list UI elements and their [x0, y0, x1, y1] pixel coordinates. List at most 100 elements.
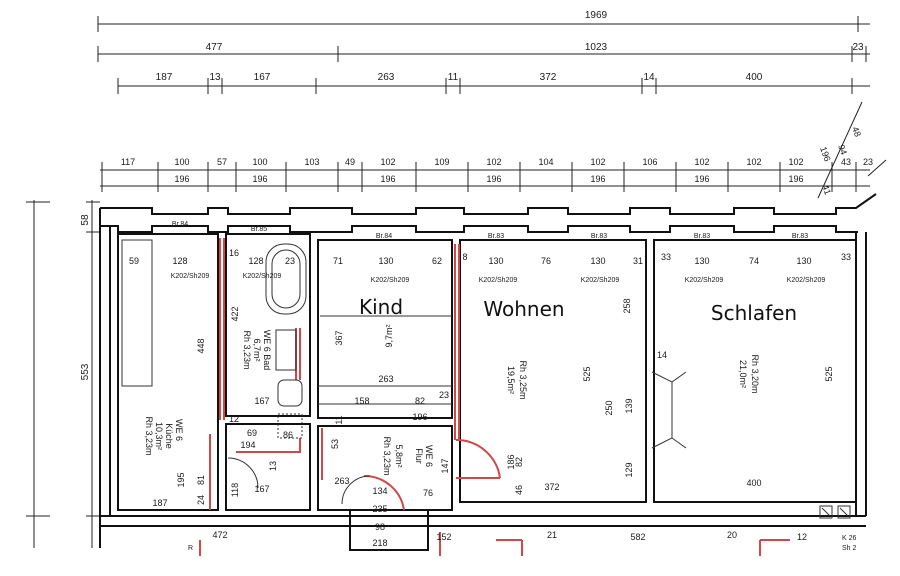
dim-label: 48 [850, 125, 863, 138]
dim-label: 196 [380, 174, 395, 184]
dim-label: 109 [434, 157, 449, 167]
dim-label: 128 [248, 256, 263, 266]
dim-label: 41 [820, 183, 833, 196]
window-label: Br.84 [376, 233, 392, 240]
dim-label: 94 [836, 143, 849, 156]
dim-label: 43 [841, 157, 851, 167]
lintel-label: K202/Sh209 [243, 273, 282, 280]
dim-label: 196 [694, 174, 709, 184]
dim-label: 167 [254, 484, 269, 494]
dim-label: 196 [174, 174, 189, 184]
dim-label: 152 [436, 532, 451, 542]
dim-label: 13 [268, 461, 278, 471]
lintel-label: K202/Sh209 [581, 277, 620, 284]
room-name-flur: WE 6 [424, 445, 434, 467]
dim-label: 263 [378, 72, 395, 83]
dim-label: 128 [172, 256, 187, 266]
dim-label: 23 [285, 256, 295, 266]
window-label: Br.83 [694, 233, 710, 240]
room-sub-kueche: Küche [164, 423, 174, 449]
room-height-bad: Rh 3,23m [242, 330, 252, 369]
dim-label: 194 [240, 440, 255, 450]
dim-label: 74 [749, 256, 759, 266]
dim-label: 23 [439, 390, 449, 400]
dim-label: 76 [423, 488, 433, 498]
dim-label: Sh 2 [842, 545, 857, 552]
dim-label: 525 [582, 366, 592, 381]
window-label: Br.83 [591, 233, 607, 240]
dim-label: 23 [863, 157, 873, 167]
dim-label: 12 [229, 414, 239, 424]
dim-label: 129 [624, 462, 634, 477]
dim-label: 472 [212, 530, 227, 540]
dim-label: 57 [217, 157, 227, 167]
room-area-kind: 9,7m² [384, 324, 394, 347]
dim-label: 98 [375, 522, 385, 532]
dim-label: 196 [252, 174, 267, 184]
lintel-label: K202/Sh209 [371, 277, 410, 284]
dim-label: 235 [372, 504, 387, 514]
room-height-kueche: Rh 3,23m [144, 416, 154, 455]
dim-label: 8 [462, 252, 467, 262]
dim-label: 130 [378, 256, 393, 266]
dim-label: 400 [746, 72, 763, 83]
dim-label: 100 [252, 157, 267, 167]
dim-label: 553 [80, 363, 91, 380]
dim-label: 367 [334, 330, 344, 345]
dim-label: 11 [334, 415, 344, 424]
dim-label: 24 [196, 495, 206, 505]
dim-label: 117 [121, 157, 135, 167]
dim-label: 258 [622, 298, 632, 313]
dim-label: 139 [624, 398, 634, 413]
room-area-kueche: 10,3m² [154, 422, 164, 450]
dim-label: 263 [334, 476, 349, 486]
dim-total: 1969 [585, 10, 608, 21]
dim-label: 130 [488, 256, 503, 266]
room-area-wohnen: 19,5m² [506, 366, 516, 394]
dim-label: 448 [196, 338, 206, 353]
dim-label: 33 [841, 252, 851, 262]
dim-label: 196 [788, 174, 803, 184]
dim-label: 102 [590, 157, 605, 167]
dimension-chains [26, 16, 887, 548]
dim-label: 158 [354, 396, 369, 406]
dim-label: 71 [333, 256, 343, 266]
dim-label: 196 [818, 145, 833, 163]
room-sub-flur: Flur [414, 448, 424, 464]
dim-label: 11 [448, 72, 459, 83]
dim-label: 21 [547, 530, 557, 540]
dim-label: 12 [797, 532, 807, 542]
dim-label: 13 [209, 72, 221, 83]
dim-label: 477 [206, 42, 223, 53]
dimension-labels-top: 1969 477 1023 23 187 13 167 263 11 372 1… [121, 10, 873, 196]
walls [99, 193, 877, 551]
window-label: Br.83 [488, 233, 504, 240]
dim-label: 250 [604, 400, 614, 415]
dim-label: 130 [796, 256, 811, 266]
dim-label: 20 [727, 530, 737, 540]
dim-label: 102 [788, 157, 803, 167]
dim-label: 16 [229, 248, 239, 258]
dim-label: 100 [174, 157, 189, 167]
dim-label: 102 [486, 157, 501, 167]
interior-details [121, 239, 851, 519]
dim-label: 23 [852, 42, 864, 53]
dim-label: 218 [372, 538, 387, 548]
horizontal-dims: 263 158 82 23 196 167 12 69 194 86 263 1… [152, 374, 856, 552]
window-label: Br.85 [251, 226, 267, 233]
dim-label: 195 [176, 472, 186, 487]
window-label: Br.83 [792, 233, 808, 240]
dim-label: 422 [230, 306, 240, 321]
dim-label: 134 [372, 486, 387, 496]
room-height-schlafen: Rh 3,20m [750, 354, 760, 393]
room-labels: Kind Wohnen Schlafen 9,7m² 19,5m² Rh 3,2… [144, 295, 797, 476]
dim-label: 263 [378, 374, 393, 384]
room-height-wohnen: Rh 3,25m [518, 360, 528, 399]
dim-label: 14 [643, 72, 655, 83]
dim-label: 102 [746, 157, 761, 167]
dim-label: 130 [590, 256, 605, 266]
dim-label: 69 [247, 428, 257, 438]
dim-label: 86 [283, 430, 293, 440]
dim-label: 167 [254, 72, 271, 83]
dim-label: 103 [304, 157, 319, 167]
